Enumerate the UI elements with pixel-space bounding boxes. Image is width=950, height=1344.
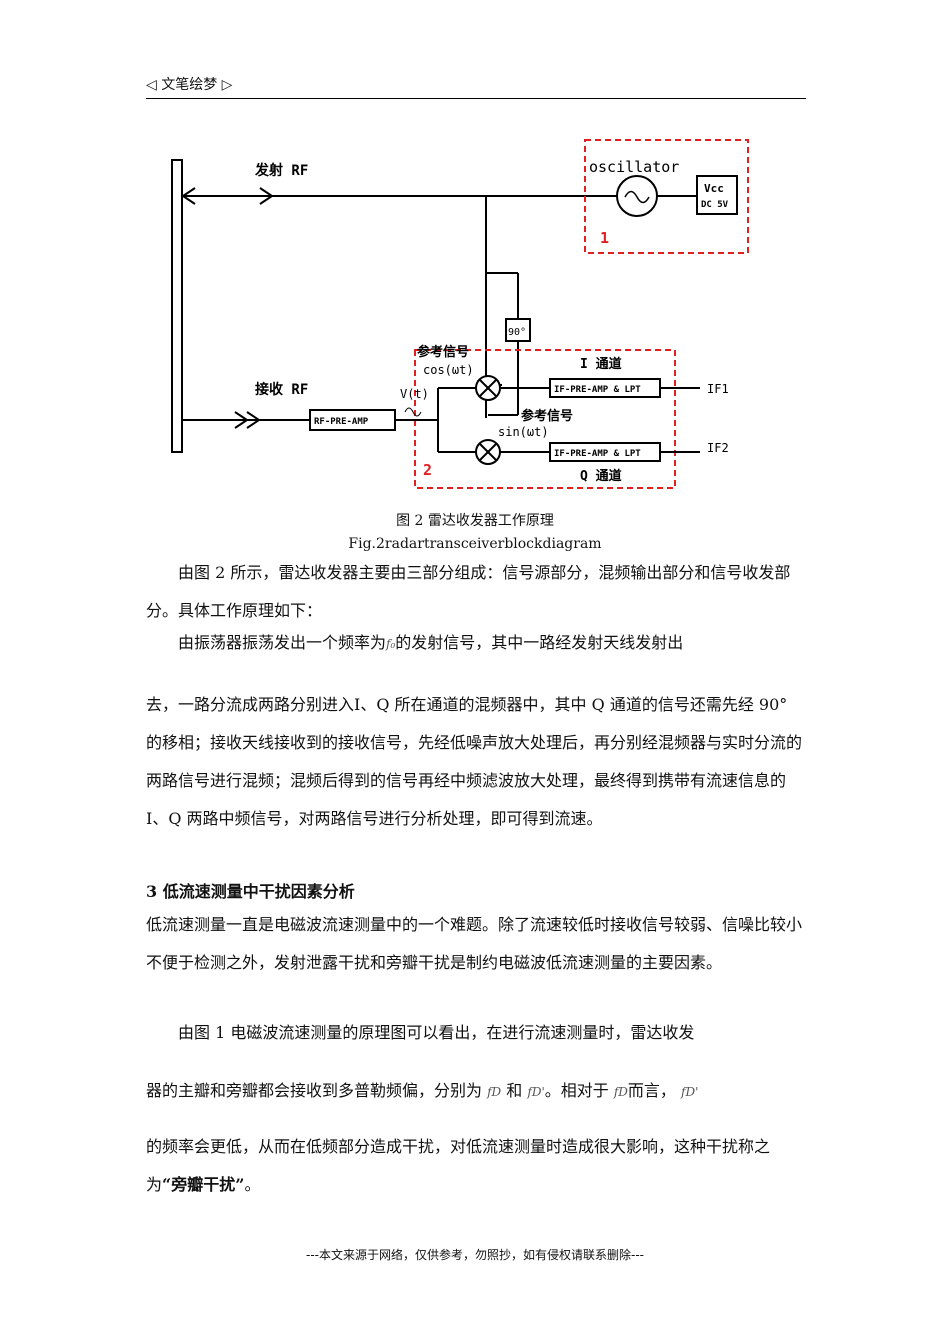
paragraph-4: 低流速测量一直是电磁波流速测量中的一个难题。除了流速较低时接收信号较弱、信噪比较… — [146, 915, 803, 972]
paragraph-6-part-d: 而言， — [627, 1081, 676, 1100]
rx-arrow-1 — [234, 411, 249, 429]
page-footer: ---本文来源于网络，仅供参考，勿照抄，如有侵权请联系删除--- — [306, 1248, 644, 1262]
i-channel-label: I 通道 — [580, 356, 622, 372]
if-amp-i-label: IF-PRE-AMP & LPT — [554, 385, 641, 395]
paragraph-2-part-b: 的发射信号，其中一路经发射天线发射出 — [395, 633, 684, 652]
if-amp-q-label: IF-PRE-AMP & LPT — [554, 449, 641, 459]
symbol-fd-prime-2: fD' — [681, 1085, 699, 1099]
paragraph-2-part-a: 由振荡器振荡发出一个频率为 — [178, 633, 387, 652]
sin-label: sin(ωt) — [498, 425, 549, 439]
section-title: 3 低流速测量中干扰因素分析 — [146, 882, 355, 901]
paragraph-5: 由图 1 电磁波流速测量的原理图可以看出，在进行流速测量时，雷达收发 — [178, 1023, 695, 1042]
tx-arrow-left — [181, 187, 196, 205]
antenna-bar — [171, 159, 183, 453]
paragraph-6-part-c: 。相对于 — [544, 1081, 609, 1100]
page-header: ◁ 文笔绘梦 ▷ — [146, 72, 806, 99]
box1-number: 1 — [600, 229, 609, 247]
cos-label: cos(ωt) — [423, 363, 474, 377]
rx-arrow-2 — [246, 411, 261, 429]
vt-label: V(t) — [400, 387, 429, 401]
vcc-box — [696, 175, 738, 215]
figure-caption-en: Fig.2radartransceiverblockdiagram — [348, 536, 602, 552]
vcc-label: Vcc — [704, 182, 724, 195]
paragraph-7-text: 的频率会更低，从而在低频部分造成干扰，对低流速测量时造成很大影响，这种干扰称之为 — [146, 1137, 771, 1194]
phase-label: 90° — [508, 327, 526, 338]
ref2-label: 参考信号 — [521, 408, 573, 424]
if1-label: IF1 — [707, 382, 729, 396]
paragraph-6: 器的主瓣和旁瓣都会接收到多普勒频偏，分别为 fD 和 fD'。相对于 fD而言，… — [146, 1072, 808, 1111]
tx-arrow-right — [259, 187, 274, 205]
mixer-box — [414, 349, 676, 489]
box2-number: 2 — [423, 461, 432, 479]
ref1-label: 参考信号 — [417, 344, 469, 360]
paragraph-8-bold: “旁瓣干扰” — [162, 1175, 245, 1194]
dc-label: DC 5V — [701, 200, 729, 210]
paragraph-3: 去，一路分流成两路分别进入Ⅰ、Q 所在通道的混频器中，其中 Q 通道的信号还需先… — [146, 695, 803, 828]
symbol-fd-2: fD — [613, 1085, 628, 1099]
figure-caption-cn: 图 2 雷达收发器工作原理 — [396, 513, 554, 529]
q-channel-label: Q 通道 — [580, 468, 622, 484]
symbol-f0: f₀ — [386, 637, 396, 651]
symbol-fd-prime: fD' — [527, 1085, 545, 1099]
paragraph-7: 的频率会更低，从而在低频部分造成干扰，对低流速测量时造成很大影响，这种干扰称之为… — [146, 1128, 808, 1204]
radar-transceiver-diagram: 发射 RF oscillator Vcc DC 5V 1 90° 2 参考信号 … — [171, 139, 749, 489]
oscillator-box — [584, 139, 749, 254]
paragraph-2: 由振荡器振荡发出一个频率为f₀的发射信号，其中一路经发射天线发射出 — [146, 624, 808, 663]
header-text: ◁ 文笔绘梦 ▷ — [146, 77, 233, 93]
paragraph-6-part-a: 器的主瓣和旁瓣都会接收到多普勒频偏，分别为 — [146, 1081, 483, 1100]
rf-pre-amp-label: RF-PRE-AMP — [314, 417, 369, 427]
paragraph-6-part-b: 和 — [506, 1081, 523, 1100]
rx-rf-label: 接收 RF — [255, 381, 308, 398]
symbol-fd: fD — [487, 1085, 502, 1099]
paragraph-8-end: 。 — [244, 1175, 261, 1194]
if2-label: IF2 — [707, 441, 729, 455]
tx-rf-label: 发射 RF — [254, 162, 308, 179]
paragraph-1: 由图 2 所示，雷达收发器主要由三部分组成：信号源部分，混频输出部分和信号收发部… — [146, 563, 791, 620]
oscillator-label: oscillator — [589, 158, 679, 176]
